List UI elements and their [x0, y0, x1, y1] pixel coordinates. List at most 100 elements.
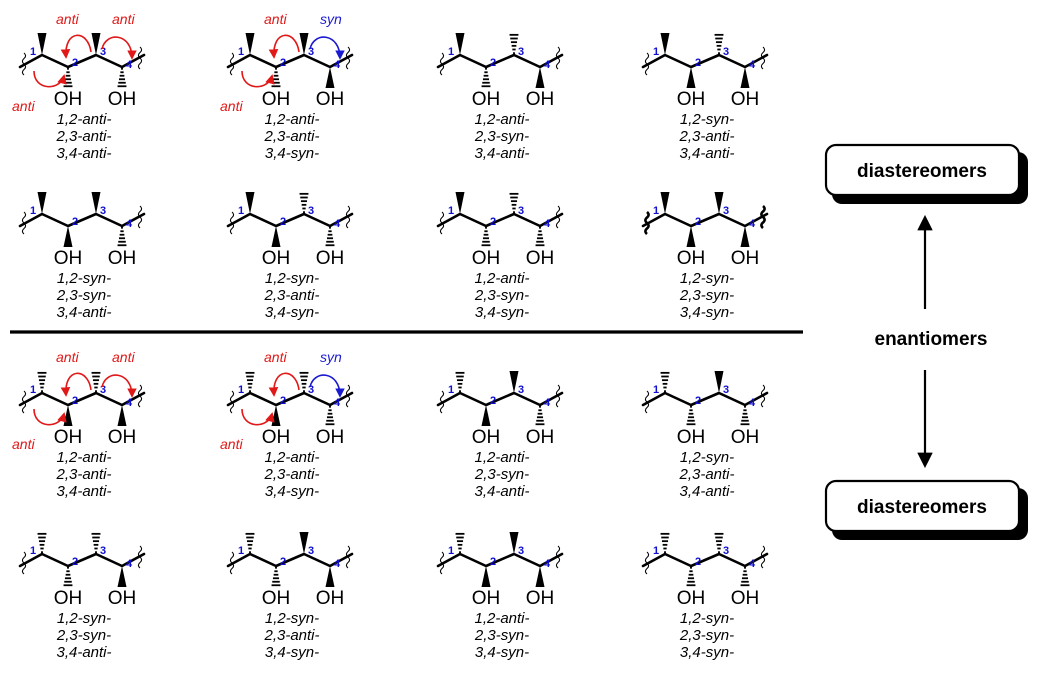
- carbon-number-2: 2: [490, 395, 496, 407]
- hydroxyl-bond-c2: [271, 566, 281, 587]
- carbon-number-3: 3: [723, 545, 729, 557]
- hydroxyl-label-c2: OH: [262, 248, 291, 269]
- methyl-c1: [455, 192, 465, 214]
- carbon-number-1: 1: [448, 545, 454, 557]
- arrow-34-syn: [309, 36, 345, 60]
- carbon-number-3: 3: [518, 46, 524, 58]
- descriptor-line-3: 3,4-anti-: [56, 145, 111, 162]
- methyl-c3: [714, 192, 724, 214]
- descriptor-line-2: 2,3-syn-: [56, 287, 111, 304]
- carbon-number-3: 3: [723, 384, 729, 396]
- carbon-backbone: [18, 391, 146, 407]
- carbon-number-2: 2: [695, 395, 701, 407]
- carbon-backbone: [18, 212, 146, 228]
- methyl-c1: [660, 532, 670, 554]
- carbon-backbone: [18, 53, 146, 69]
- wavy-bond: [439, 52, 445, 76]
- hydroxyl-label-c2: OH: [262, 89, 291, 110]
- carbon-number-1: 1: [238, 46, 244, 58]
- descriptor-line-1: 1,2-anti-: [474, 270, 529, 287]
- hydroxyl-bond-c2: [481, 405, 491, 426]
- hydroxyl-bond-c4: [740, 566, 750, 587]
- methyl-c3: [714, 371, 724, 393]
- hydroxyl-bond-c4: [740, 67, 750, 88]
- carbon-backbone: [436, 391, 564, 407]
- hydroxyl-label-c4: OH: [316, 248, 345, 269]
- hydroxyl-label-c2: OH: [54, 427, 83, 448]
- descriptor-line-3: 3,4-anti-: [679, 145, 734, 162]
- carbon-number-4: 4: [749, 397, 756, 409]
- hydroxyl-bond-c4: [117, 405, 127, 426]
- carbon-backbone: [641, 552, 769, 568]
- methyl-c1: [37, 371, 47, 393]
- hydroxyl-label-c4: OH: [526, 588, 555, 609]
- hydroxyl-bond-c4: [535, 226, 545, 247]
- descriptor-line-1: 1,2-syn-: [265, 610, 319, 627]
- descriptor-line-2: 2,3-anti-: [55, 128, 111, 145]
- hydroxyl-label-c2: OH: [262, 588, 291, 609]
- carbon-number-1: 1: [238, 545, 244, 557]
- hydroxyl-bond-c4: [535, 67, 545, 88]
- carbon-number-1: 1: [448, 205, 454, 217]
- wavy-bond: [439, 211, 445, 235]
- carbon-number-4: 4: [544, 59, 551, 71]
- descriptor-line-3: 3,4-syn-: [475, 304, 529, 321]
- carbon-number-3: 3: [100, 205, 106, 217]
- carbon-number-4: 4: [334, 59, 341, 71]
- hydroxyl-bond-c2: [271, 405, 281, 426]
- methyl-c1: [245, 371, 255, 393]
- hydroxyl-bond-c2: [63, 226, 73, 247]
- hydroxyl-label-c2: OH: [54, 89, 83, 110]
- hydroxyl-label-c2: OH: [677, 89, 706, 110]
- methyl-c3: [509, 33, 519, 55]
- hydroxyl-label-c4: OH: [108, 248, 137, 269]
- carbon-number-2: 2: [72, 556, 78, 568]
- carbon-backbone: [226, 391, 354, 407]
- carbon-number-3: 3: [100, 384, 106, 396]
- hydroxyl-bond-c4: [117, 67, 127, 88]
- wavy-bond: [644, 551, 650, 575]
- methyl-c1: [245, 532, 255, 554]
- methyl-c3: [299, 33, 309, 55]
- carbon-number-1: 1: [448, 384, 454, 396]
- carbon-number-3: 3: [308, 205, 314, 217]
- descriptor-line-2: 2,3-anti-: [263, 466, 319, 483]
- descriptor-line-3: 3,4-syn-: [475, 644, 529, 661]
- carbon-number-3: 3: [723, 46, 729, 58]
- carbon-number-3: 3: [518, 205, 524, 217]
- hydroxyl-bond-c2: [271, 226, 281, 247]
- diastereomers-label-top: diastereomers: [857, 161, 987, 182]
- relation-label-23: anti: [56, 11, 79, 27]
- carbon-number-2: 2: [280, 556, 286, 568]
- carbon-backbone: [226, 552, 354, 568]
- hydroxyl-label-c4: OH: [316, 588, 345, 609]
- hydroxyl-label-c2: OH: [472, 248, 501, 269]
- carbon-number-3: 3: [308, 545, 314, 557]
- diastereomers-box-top: diastereomers: [824, 143, 1028, 204]
- carbon-number-4: 4: [334, 558, 341, 570]
- hydroxyl-label-c2: OH: [472, 89, 501, 110]
- carbon-number-4: 4: [126, 59, 133, 71]
- wavy-bond: [760, 205, 766, 229]
- methyl-c3: [299, 371, 309, 393]
- wavy-bond: [760, 384, 766, 408]
- hydroxyl-label-c2: OH: [54, 248, 83, 269]
- methyl-c3: [509, 532, 519, 554]
- carbon-number-2: 2: [280, 216, 286, 228]
- carbon-number-3: 3: [723, 205, 729, 217]
- wavy-bond: [760, 545, 766, 569]
- relation-label-12: anti: [12, 436, 35, 452]
- descriptor-line-2: 2,3-anti-: [263, 627, 319, 644]
- wavy-bond: [229, 390, 235, 414]
- carbon-number-4: 4: [126, 218, 133, 230]
- descriptor-line-1: 1,2-syn-: [265, 270, 319, 287]
- carbon-number-2: 2: [695, 556, 701, 568]
- carbon-number-4: 4: [334, 397, 341, 409]
